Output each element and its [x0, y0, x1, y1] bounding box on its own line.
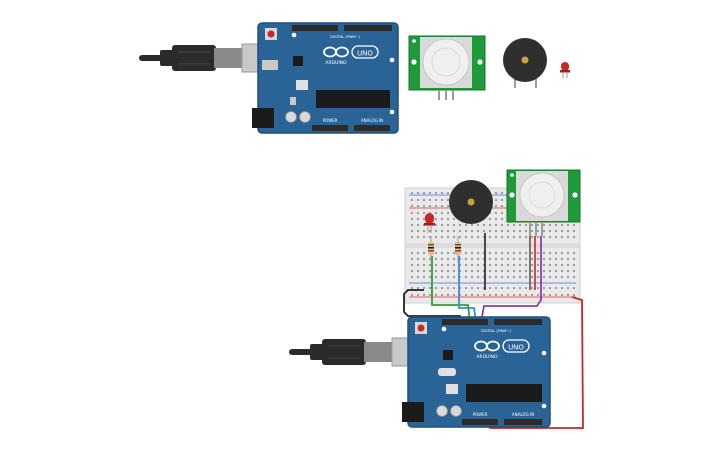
arduino-analog-label-top: ANALOG IN [361, 118, 383, 123]
pir-sensor-top[interactable] [408, 35, 486, 100]
arduino-power-label-bottom: POWER [473, 412, 488, 417]
wire-green-led[interactable] [431, 256, 471, 323]
arduino-model-label-bottom: UNO [508, 344, 524, 352]
breadboard[interactable] [404, 187, 581, 304]
wire-purple-pir[interactable] [480, 236, 542, 323]
red-led-breadboard[interactable] [424, 213, 435, 233]
wire-black-gnd[interactable] [403, 289, 463, 323]
power-jack-top [252, 108, 274, 128]
pir-sensor-breadboard[interactable] [506, 169, 581, 236]
arduino-power-label-top: POWER [323, 118, 338, 123]
atmega-chip-bottom [466, 384, 542, 402]
arduino-board-bottom[interactable]: UNO ARDUINO DIGITAL (PWM~) POWER ANALOG … [402, 316, 551, 428]
arduino-digital-label-top: DIGITAL (PWM~) [330, 35, 360, 39]
usb-cable-bottom[interactable] [289, 337, 429, 367]
power-jack-bottom [402, 402, 424, 422]
arduino-logo-icon-top [323, 45, 379, 59]
arduino-analog-label-bottom: ANALOG IN [512, 412, 534, 417]
reset-button-icon[interactable] [267, 30, 275, 38]
arduino-brand-label-top: ARDUINO [325, 60, 347, 66]
arduino-brand-label-bottom: ARDUINO [476, 354, 498, 360]
red-led-top[interactable] [560, 62, 570, 78]
piezo-buzzer-breadboard[interactable] [449, 180, 493, 224]
reset-button-icon-bottom[interactable] [417, 324, 425, 332]
bottom-assembly: UNO ARDUINO DIGITAL (PWM~) POWER ANALOG … [289, 169, 584, 429]
arduino-model-label-top: UNO [357, 50, 373, 58]
piezo-buzzer-top[interactable] [503, 38, 547, 88]
top-assembly: UNO ARDUINO DIGITAL (PWM~) POWER ANALOG … [139, 22, 570, 134]
wires [403, 233, 584, 429]
arduino-digital-label-bottom: DIGITAL (PWM~) [481, 329, 511, 333]
wire-blue-buzzer[interactable] [458, 256, 477, 323]
atmega-chip-top [316, 90, 390, 108]
resistor-2[interactable] [455, 236, 461, 262]
arduino-board-top[interactable]: UNO ARDUINO DIGITAL (PWM~) POWER ANALOG … [252, 22, 399, 134]
resistor-1[interactable] [428, 236, 434, 262]
arduino-logo-icon-bottom [474, 339, 530, 353]
